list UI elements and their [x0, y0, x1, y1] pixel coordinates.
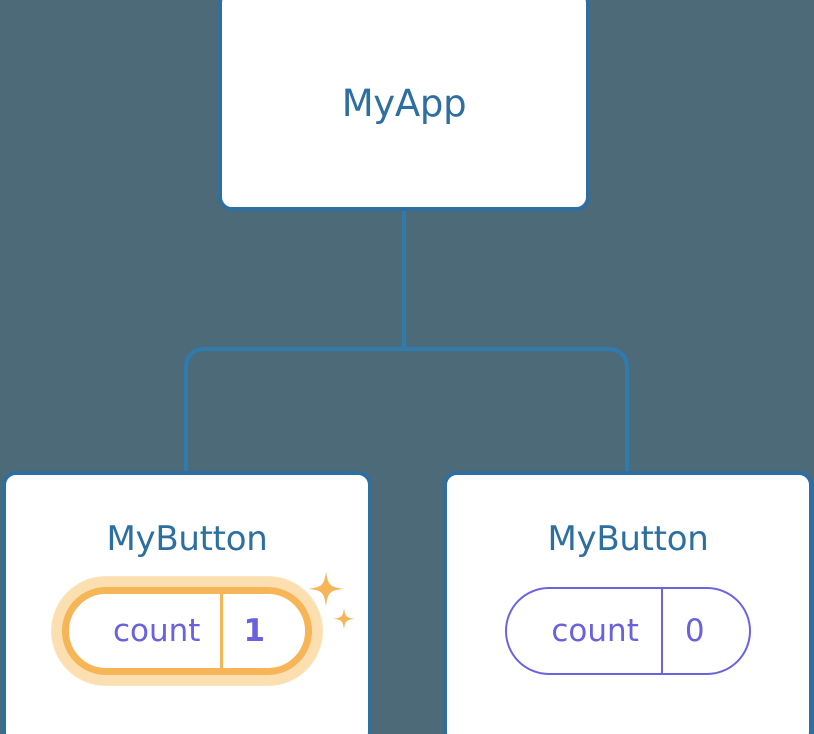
edge-branch-bar	[184, 347, 629, 471]
state-key: count	[112, 612, 201, 649]
node-title: MyApp	[341, 82, 467, 125]
state-divider	[660, 589, 663, 673]
state-divider	[220, 594, 224, 668]
node-mybutton-1[interactable]: MyButton count 0	[443, 471, 813, 734]
state-key: count	[551, 612, 639, 649]
node-mybutton-0[interactable]: MyButton count 1	[2, 471, 372, 734]
state-value: 0	[684, 612, 705, 649]
state-pill[interactable]: count 0	[505, 587, 751, 675]
node-title: MyButton	[106, 519, 268, 559]
node-myapp[interactable]: MyApp	[218, 0, 590, 211]
state-pill-container: count 1	[6, 571, 368, 675]
state-value: 1	[243, 612, 266, 649]
node-title: MyButton	[547, 519, 709, 559]
state-pill-container: count 0	[447, 587, 809, 675]
state-pill-highlighted[interactable]: count 1	[61, 587, 313, 675]
